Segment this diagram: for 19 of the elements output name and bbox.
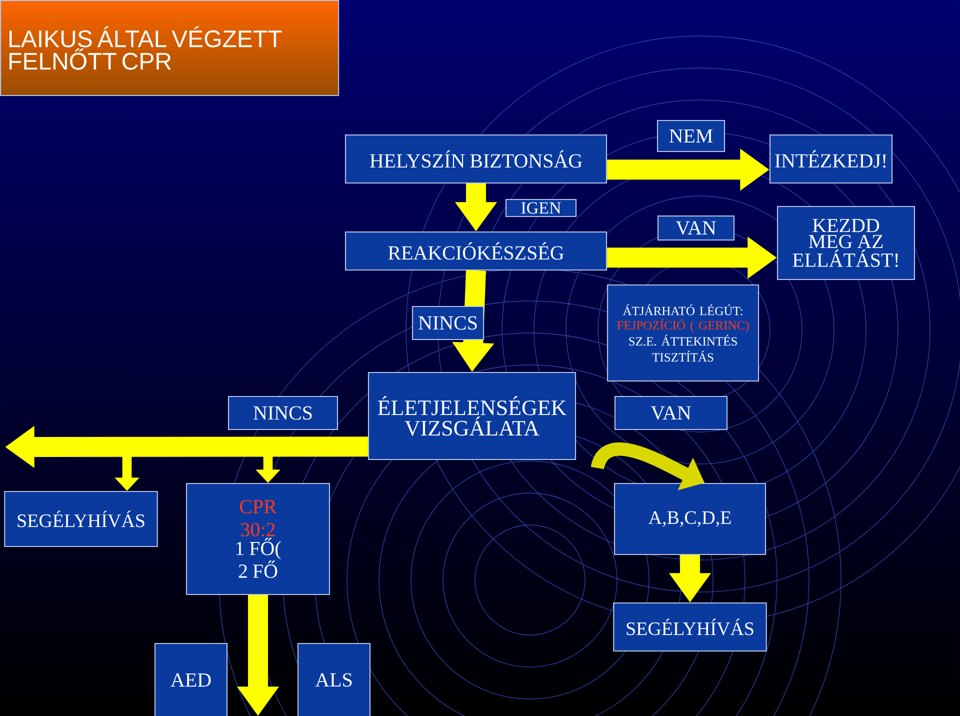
edge-label: VAN bbox=[614, 396, 728, 430]
process-box: SEGÉLYHÍVÁS bbox=[613, 602, 767, 652]
process-box: REAKCIÓKÉSZSÉG bbox=[344, 231, 608, 271]
process-box: ÁTJÁRHATÓ LÉGÚT: FEJPOZÍCIÓ ( GERINC) SZ.E. ÁTTEKINTÉS TISZTÍTÁS bbox=[606, 284, 760, 382]
title-box: LAIKUS ÁLTAL VÉGZETT FELNŐTT CPR bbox=[0, 0, 340, 96]
edge-label: NINCS bbox=[412, 306, 484, 340]
edge-label: VAN bbox=[657, 215, 735, 241]
process-box: SEGÉLYHÍVÁS bbox=[4, 490, 158, 548]
process-box: A,B,C,D,E bbox=[614, 482, 766, 556]
process-box: INTÉZKEDJ! bbox=[769, 134, 893, 184]
process-box: HELYSZÍN BIZTONSÁG bbox=[344, 134, 608, 184]
process-box: CPR 30:2 1 FŐ( 2 FŐ bbox=[186, 482, 330, 596]
edge-label: NEM bbox=[656, 120, 726, 152]
process-box: ÉLETJELENSÉGEK VIZSGÁLATA bbox=[368, 372, 576, 460]
process-box: ALS bbox=[297, 642, 371, 716]
edge-label: IGEN bbox=[505, 198, 577, 218]
process-box: AED bbox=[154, 642, 228, 716]
process-box: KEZDD MEG AZ ELLÁTÁST! bbox=[776, 206, 916, 280]
edge-label: NINCS bbox=[228, 396, 338, 430]
